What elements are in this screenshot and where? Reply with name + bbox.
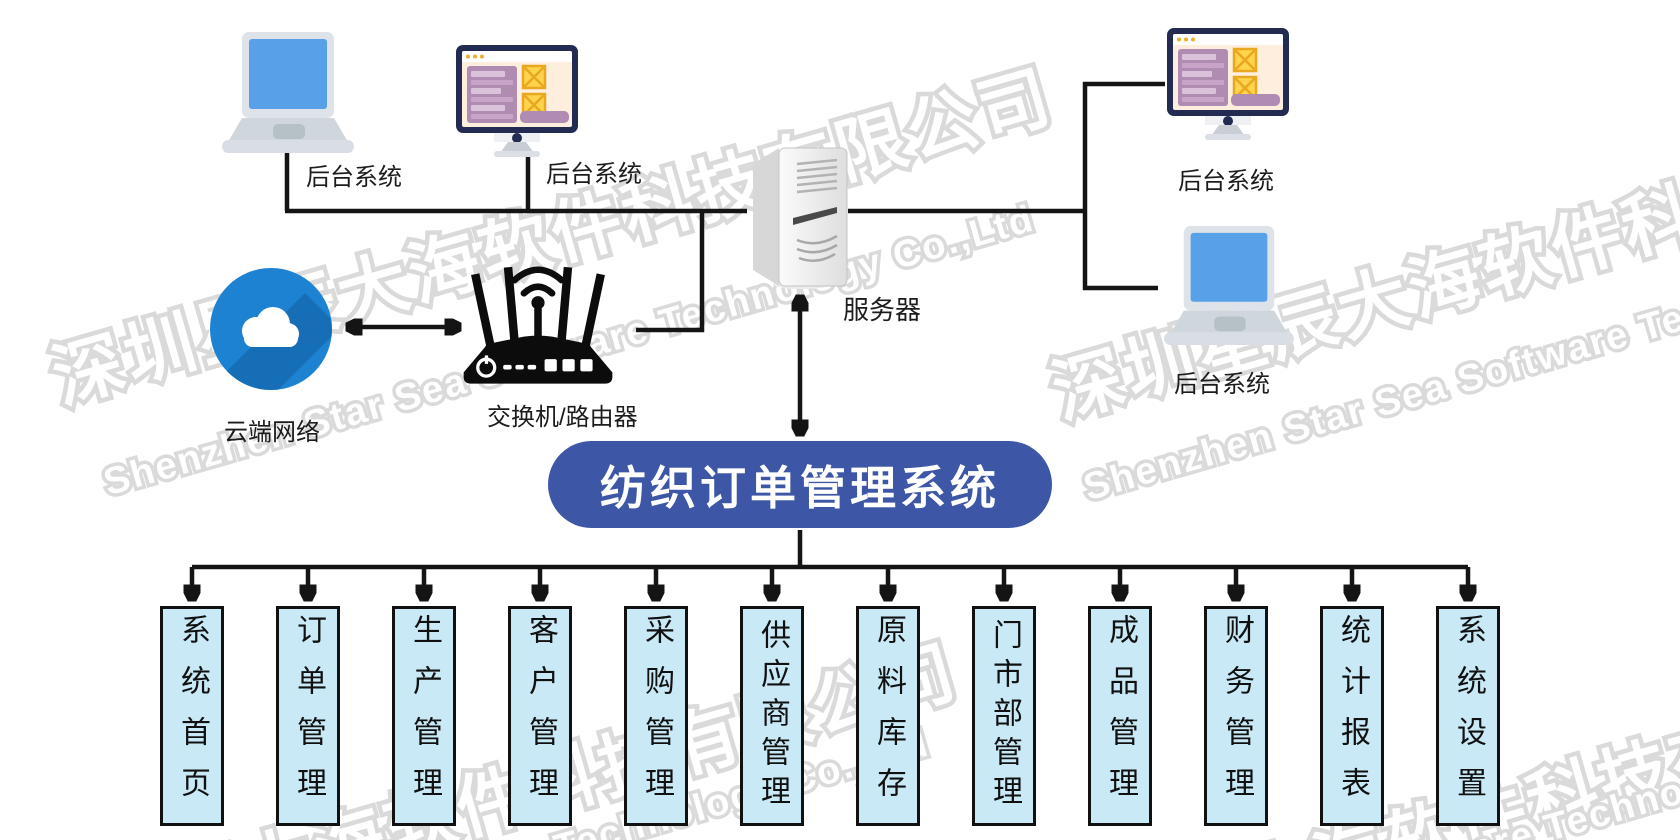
module-box: 客户管理 [508,606,572,826]
node-label-backend: 后台系统 [306,164,402,191]
module-box: 财务管理 [1204,606,1268,826]
module-box: 生产管理 [392,606,456,826]
node-label-backend: 后台系统 [1178,168,1274,195]
module-label: 系统设置 [1452,614,1485,818]
node-label-router: 交换机/路由器 [487,404,638,431]
module-box: 系统设置 [1436,606,1500,826]
laptop-icon [1160,226,1298,346]
router-art [463,266,613,384]
node-label-server: 服务器 [843,295,922,325]
monitor-icon [456,45,578,157]
module-label: 采购管理 [640,614,673,818]
module-label: 供应商管理 [756,618,789,814]
module-label: 原料库存 [872,614,905,818]
server-art [753,147,848,289]
module-label: 门市部管理 [988,618,1021,814]
module-label: 财务管理 [1220,614,1253,818]
module-label: 统计报表 [1336,614,1369,818]
module-box: 供应商管理 [740,606,804,826]
module-box: 系统首页 [160,606,224,826]
node-label-backend: 后台系统 [546,161,642,188]
monitor-art [1167,28,1289,140]
server-icon [745,134,850,292]
module-label: 客户管理 [524,614,557,818]
module-box: 原料库存 [856,606,920,826]
node-label-cloud: 云端网络 [224,419,320,446]
laptop-icon [218,32,358,154]
module-box: 统计报表 [1320,606,1384,826]
monitor-art [456,45,578,157]
cloud-icon [210,268,332,390]
laptop-art [1164,226,1294,346]
modules-row: 系统首页 订单管理 生产管理 客户管理 采购管理 供应商管理 原料库存 门市部管理 成品管理 财务… [160,606,1500,826]
module-label: 系统首页 [176,614,209,818]
module-label: 订单管理 [292,614,325,818]
module-box: 采购管理 [624,606,688,826]
cloud-art [210,268,332,390]
system-banner: 纺织订单管理系统 [548,441,1052,528]
node-label-backend: 后台系统 [1174,371,1270,398]
module-label: 生产管理 [408,614,441,818]
module-box: 成品管理 [1088,606,1152,826]
router-icon [458,252,618,392]
monitor-icon [1167,28,1289,140]
module-label: 成品管理 [1104,614,1137,818]
module-box: 订单管理 [276,606,340,826]
module-box: 门市部管理 [972,606,1036,826]
laptop-art [222,32,354,153]
